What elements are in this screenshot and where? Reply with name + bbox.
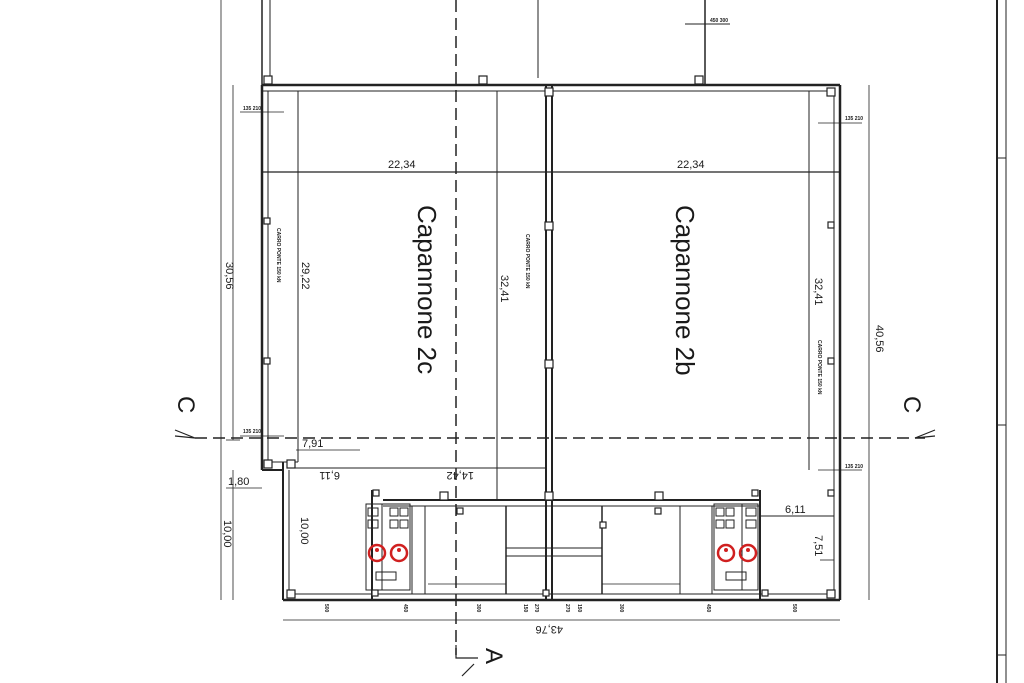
dim-offset-top: 7,91: [302, 438, 323, 450]
door-label: 150: [522, 604, 528, 613]
sheet-border: [996, 0, 1007, 683]
door-label: 500: [791, 604, 797, 613]
dim-low-right-b: 7,51: [812, 535, 824, 556]
dimension-lines: [226, 85, 870, 621]
dim-inner-center: 32,41: [498, 275, 510, 303]
room-name-2b: Capannone 2b: [670, 205, 700, 376]
section-ticks: [174, 429, 936, 677]
section-mark-c-left: C: [172, 396, 199, 413]
accessibility-icon: [738, 543, 758, 563]
dim-width-right: 22,34: [677, 159, 705, 171]
upper-building: [220, 0, 730, 600]
door-label: 450: [705, 604, 711, 613]
section-lines: [195, 0, 925, 655]
accessibility-icon: [389, 543, 409, 563]
dim-inner-right: 32,41: [812, 278, 824, 306]
door-label: 300: [475, 604, 481, 613]
opening-label-top: 450 300: [710, 18, 728, 24]
section-mark-c-right: C: [898, 396, 925, 413]
crane-note-left: CARRO PONTE 150 kN: [275, 228, 281, 283]
dim-width-left: 22,34: [388, 159, 416, 171]
accessibility-icon: [716, 543, 736, 563]
opening-label-tr: 135 210: [845, 116, 863, 122]
section-mark-a: A: [480, 648, 507, 664]
pillars: [263, 75, 836, 599]
dim-height-left: 30,56: [223, 262, 235, 290]
dim-low-mid-b: 14,42: [446, 469, 474, 481]
accessibility-icon: [367, 543, 387, 563]
door-labels: 500 450 300 150 270 270 150 300 450 500: [323, 604, 797, 613]
door-label: 500: [323, 604, 329, 613]
dim-low-right-a: 6,11: [785, 504, 806, 516]
crane-note-right: CARRO PONTE 150 kN: [816, 340, 822, 395]
door-label: 270: [533, 604, 539, 613]
opening-label-ml: 135 210: [243, 429, 261, 435]
dim-low-left-inner: 10,00: [298, 517, 310, 545]
door-label: 150: [576, 604, 582, 613]
main-outline: [260, 83, 842, 602]
dim-low-left-outer: 10,00: [221, 520, 233, 548]
crane-note-center: CARRO PONTE 150 kN: [524, 234, 530, 289]
dim-offset-left: 1,80: [228, 476, 249, 488]
door-label: 300: [618, 604, 624, 613]
dim-total-height-right: 40,56: [873, 325, 885, 353]
opening-label-mr: 135 210: [845, 464, 863, 470]
door-label: 270: [564, 604, 570, 613]
dim-total-width: 43,76: [535, 623, 563, 635]
dim-inner-left: 29,22: [299, 262, 311, 290]
dim-low-mid-a: 6,11: [319, 469, 340, 481]
door-label: 450: [402, 604, 408, 613]
room-name-2c: Capannone 2c: [412, 205, 442, 374]
accessibility-icons: [367, 543, 758, 563]
opening-label-tl: 135 210: [243, 106, 261, 112]
